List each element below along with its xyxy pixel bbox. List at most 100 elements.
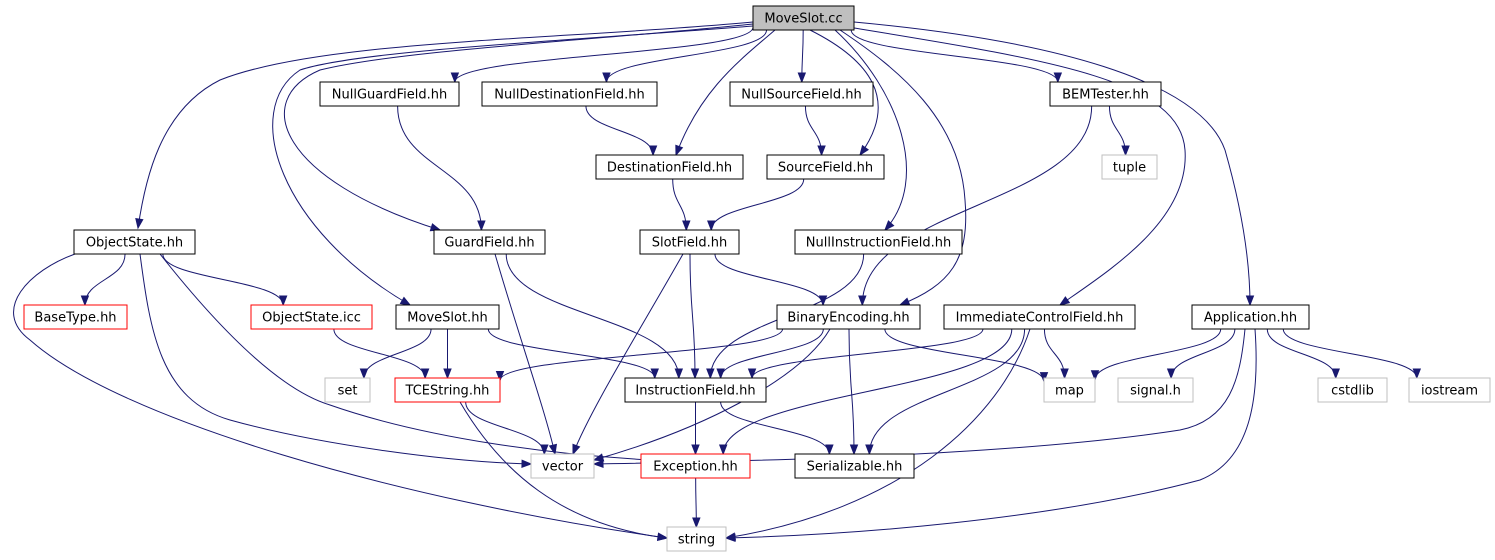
node-box [639, 229, 740, 255]
edge-immediatecontrolfield-to-serializable-arrowhead [865, 444, 874, 456]
edge-binaryencoding-to-vector-arrowhead [592, 453, 605, 462]
edge-tcestring-to-vector-arrowhead [540, 444, 549, 456]
edge-objectstate_hh-to-vector [139, 253, 532, 465]
node-nullsourcefield[interactable]: NullSourceField.hh [729, 81, 874, 107]
edge-instructionfield-to-serializable-arrowhead [825, 444, 834, 456]
node-box [624, 377, 767, 403]
edge-moveslot_cc-to-nullinstructionfield [834, 29, 907, 231]
edge-application-to-string [725, 328, 1257, 539]
node-box [595, 154, 744, 180]
edge-objectstate_hh-to-string [13, 253, 668, 539]
edge-exception-to-string-arrowhead [692, 517, 701, 529]
node-moveslot_hh[interactable]: MoveSlot.hh [395, 304, 500, 330]
node-sourcefield[interactable]: SourceField.hh [766, 154, 885, 180]
node-application[interactable]: Application.hh [1191, 304, 1310, 330]
node-nulldestinationfield[interactable]: NullDestinationField.hh [481, 81, 658, 107]
edge-moveslot_cc-to-nulldestinationfield-arrowhead [602, 72, 611, 84]
node-set: set [324, 377, 371, 403]
node-instructionfield[interactable]: InstructionField.hh [624, 377, 767, 403]
node-label: GuardField.hh [444, 236, 534, 251]
node-exception[interactable]: Exception.hh [640, 453, 751, 479]
node-label: MoveSlot.cc [764, 12, 842, 27]
node-box [1043, 377, 1096, 403]
node-box [776, 304, 921, 330]
node-tuple: tuple [1101, 154, 1158, 180]
node-label: NullDestinationField.hh [494, 88, 644, 103]
edge-immediatecontrolfield-to-serializable [868, 328, 1026, 455]
edge-sourcefield-to-slotfield [710, 178, 805, 231]
edge-tcestring-to-string-arrowhead [657, 532, 669, 542]
node-box [943, 304, 1136, 330]
edge-application-to-iostream-arrowhead [1412, 368, 1422, 380]
edge-bemtester-to-binaryencoding-arrowhead [858, 295, 867, 307]
edge-moveslot_cc-to-immediatecontrolfield [853, 27, 1186, 306]
edge-application-to-vector-arrowhead [592, 459, 604, 469]
node-box [433, 229, 546, 255]
edge-moveslot_cc-to-bemtester [850, 29, 1059, 83]
node-label: Application.hh [1204, 311, 1297, 326]
edge-moveslot_cc-to-moveslot_hh [272, 25, 754, 306]
node-signal_h: signal.h [1117, 377, 1194, 403]
node-label: SlotField.hh [652, 236, 728, 251]
edge-moveslot_cc-to-nullguardfield-arrowhead [450, 72, 460, 84]
node-serializable[interactable]: Serializable.hh [794, 453, 915, 479]
edge-moveslot_hh-to-tcestring-arrowhead [443, 368, 452, 380]
edge-moveslot_cc-to-objectstate_hh [137, 21, 754, 229]
node-cstdlib: cstdlib [1317, 377, 1388, 403]
node-objectstate_icc[interactable]: ObjectState.icc [250, 304, 373, 330]
edge-moveslot_cc-to-destinationfield-arrowhead [675, 144, 684, 157]
node-label: MoveSlot.hh [407, 311, 487, 326]
node-bemtester[interactable]: BEMTester.hh [1049, 81, 1162, 107]
node-label: TCEString.hh [405, 384, 490, 399]
edge-application-to-map [1094, 328, 1222, 380]
node-box [394, 377, 501, 403]
node-label: iostream [1421, 384, 1478, 399]
edge-moveslot_cc-to-objectstate_hh-arrowhead [135, 217, 144, 230]
node-box [73, 229, 196, 255]
node-objectstate_hh[interactable]: ObjectState.hh [73, 229, 196, 255]
node-label: DestinationField.hh [607, 161, 732, 176]
edge-binaryencoding-to-tcestring [499, 328, 784, 381]
node-immediatecontrolfield[interactable]: ImmediateControlField.hh [943, 304, 1136, 330]
node-label: NullGuardField.hh [332, 88, 447, 103]
edge-application-to-string-arrowhead [724, 533, 736, 542]
edge-guardfield-to-vector-arrowhead [548, 443, 558, 456]
node-tcestring[interactable]: TCEString.hh [394, 377, 501, 403]
node-nullinstructionfield[interactable]: NullInstructionField.hh [794, 229, 963, 255]
edge-nullguardfield-to-guardfield [397, 105, 482, 231]
edge-instructionfield-to-serializable [720, 401, 830, 455]
edge-moveslot_cc-to-destinationfield [675, 29, 776, 156]
edge-objectstate_hh-to-exception [159, 253, 651, 461]
edge-application-to-iostream [1282, 328, 1418, 379]
node-moveslot_cc[interactable]: MoveSlot.cc [752, 5, 855, 31]
node-box [1408, 377, 1491, 403]
edge-destinationfield-to-slotfield-arrowhead [682, 220, 691, 232]
edge-moveslot_cc-to-nullguardfield [454, 27, 754, 83]
node-nullguardfield[interactable]: NullGuardField.hh [319, 81, 460, 107]
node-label: ObjectState.hh [86, 236, 183, 251]
node-box [324, 377, 371, 403]
edge-binaryencoding-to-map-arrowhead [1039, 372, 1049, 383]
node-destinationfield[interactable]: DestinationField.hh [595, 154, 744, 180]
edge-immediatecontrolfield-to-string [725, 328, 1031, 539]
node-slotfield[interactable]: SlotField.hh [639, 229, 740, 255]
edge-moveslot_cc-to-guardfield [284, 23, 754, 231]
edge-moveslot_cc-to-immediatecontrolfield-arrowhead [1058, 296, 1071, 306]
node-vector: vector [530, 453, 595, 479]
node-label: vector [542, 460, 584, 475]
node-label: string [678, 533, 715, 548]
node-binaryencoding[interactable]: BinaryEncoding.hh [776, 304, 921, 330]
node-box [250, 304, 373, 330]
edge-application-to-map-arrowhead [1090, 370, 1100, 382]
edge-moveslot_cc-to-sourcefield-arrowhead [859, 144, 870, 157]
edge-immediatecontrolfield-to-instructionfield [751, 328, 984, 379]
node-basetype[interactable]: BaseType.hh [23, 304, 128, 330]
node-guardfield[interactable]: GuardField.hh [433, 229, 546, 255]
edge-immediatecontrolfield-to-map-arrowhead [1060, 368, 1069, 380]
node-box [1317, 377, 1388, 403]
node-box [1191, 304, 1310, 330]
edge-moveslot_cc-to-application [853, 21, 1251, 306]
edge-bemtester-to-tuple-arrowhead [1121, 145, 1130, 157]
node-box [766, 154, 885, 180]
edge-nullsourcefield-to-sourcefield-arrowhead [817, 145, 826, 157]
